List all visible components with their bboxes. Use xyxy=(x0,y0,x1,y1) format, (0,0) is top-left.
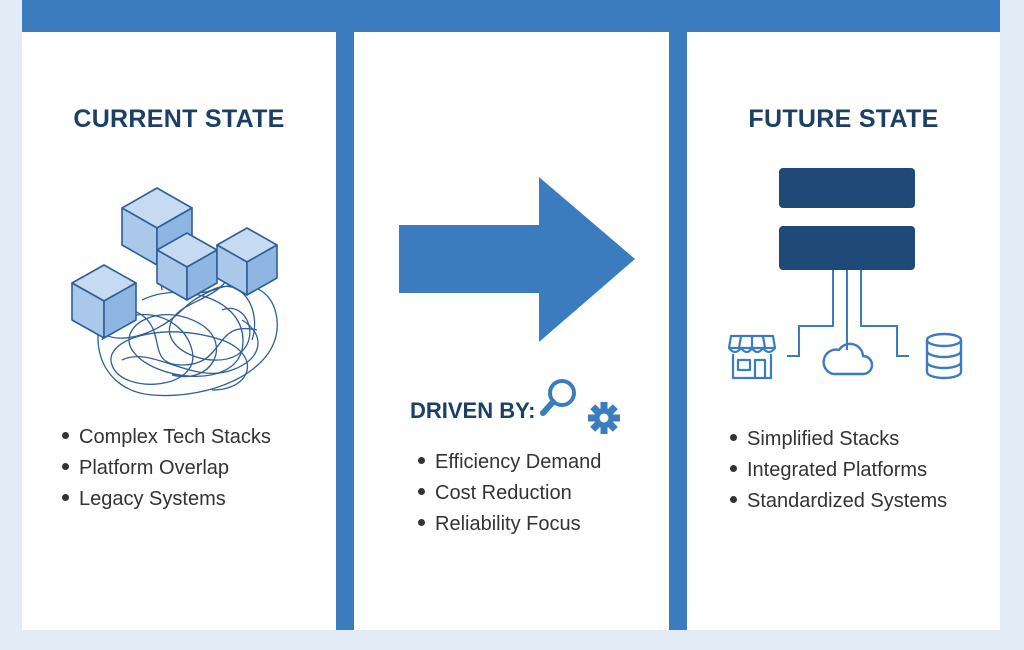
divider-left xyxy=(336,32,354,630)
current-state-list: Complex Tech Stacks Platform Overlap Leg… xyxy=(62,422,271,515)
drivers-list: Efficiency Demand Cost Reduction Reliabi… xyxy=(418,447,601,540)
magnifier-icon xyxy=(540,379,576,416)
bullet-icon xyxy=(62,463,69,471)
list-item: Simplified Stacks xyxy=(730,424,947,455)
bullet-icon xyxy=(62,494,69,502)
future-state-panel: FUTURE STATE Sim xyxy=(687,32,1000,630)
stacked-platform-icon xyxy=(779,168,915,357)
bullet-icon xyxy=(418,519,425,527)
list-item: Complex Tech Stacks xyxy=(62,422,271,453)
tangled-cubes-icon xyxy=(71,187,278,397)
cloud-icon xyxy=(822,342,874,376)
gear-icon xyxy=(588,402,620,434)
driven-by-title: DRIVEN BY: xyxy=(410,398,536,423)
list-item: Cost Reduction xyxy=(418,478,601,509)
list-item: Platform Overlap xyxy=(62,453,271,484)
bullet-icon xyxy=(62,432,69,440)
top-banner xyxy=(22,0,1000,32)
divider-right xyxy=(669,32,687,630)
bullet-icon xyxy=(730,434,737,442)
current-state-panel: CURRENT STATE xyxy=(22,32,336,630)
drivers-panel: DRIVEN BY: Efficiency Demand Cost Reduct… xyxy=(354,32,669,630)
list-item: Efficiency Demand xyxy=(418,447,601,478)
list-item: Standardized Systems xyxy=(730,486,947,517)
database-icon xyxy=(925,332,963,380)
future-state-list: Simplified Stacks Integrated Platforms S… xyxy=(730,424,947,517)
storefront-icon xyxy=(727,334,777,380)
list-item: Integrated Platforms xyxy=(730,455,947,486)
bullet-icon xyxy=(730,465,737,473)
future-state-title: FUTURE STATE xyxy=(748,105,939,133)
list-item: Legacy Systems xyxy=(62,484,271,515)
bullet-icon xyxy=(418,488,425,496)
arrow-right-icon xyxy=(399,177,635,342)
bullet-icon xyxy=(730,496,737,504)
current-state-title: CURRENT STATE xyxy=(73,105,285,133)
list-item: Reliability Focus xyxy=(418,509,601,540)
bullet-icon xyxy=(418,457,425,465)
